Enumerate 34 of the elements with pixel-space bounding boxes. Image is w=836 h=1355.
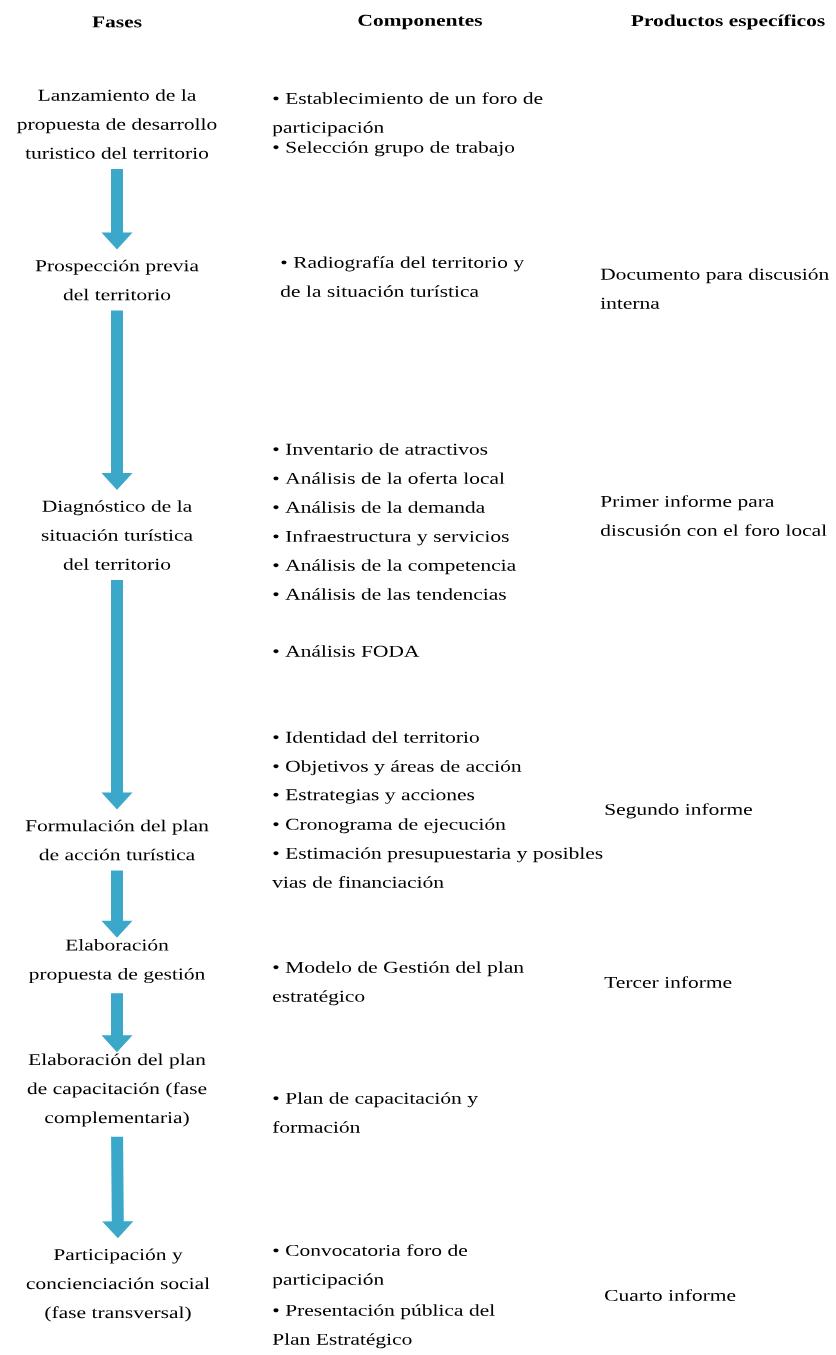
bullet-item: • Infraestructura y servicios	[273, 530, 509, 546]
bullet-item: • Convocatoria foro de participación	[272, 1244, 467, 1289]
column-header: Productos específicos	[631, 14, 825, 30]
phase-text: Participación y concienciación social (fase transversal)	[26, 1248, 210, 1322]
product-text: Tercer informe	[604, 976, 732, 988]
phase-text: Diagnóstico de la situación turística del territorio	[41, 500, 193, 570]
product-text: Primer informe para discusión con el foro local	[600, 495, 827, 536]
phase-text: Lanzamiento de la propuesta de desarrollo turistico del territorio	[17, 89, 217, 159]
bullet-item: • Análisis de las tendencias	[273, 588, 506, 600]
bullet-item: • Análisis de la demanda	[273, 501, 485, 513]
bullet-item: • Identidad del territorio	[273, 731, 479, 743]
bullet-item: • Cronograma de ejecución	[273, 818, 506, 834]
bullet-item: • Radiografía del territorio y de la situación turística	[280, 256, 525, 297]
phase-text: Elaboración propuesta de gestión	[29, 939, 205, 984]
bullet-item: • Análisis de la competencia	[273, 559, 516, 575]
bullet-item: • Análisis de la oferta local	[273, 472, 505, 484]
bullet-item: • Modelo de Gestión del plan estratégico	[273, 961, 524, 1006]
bullet-item: • Objetivos y áreas de acción	[273, 760, 522, 776]
bullet-item: • Presentación pública del Plan Estratégico	[272, 1304, 495, 1349]
product-text: Segundo informe	[605, 803, 752, 819]
bullet-item: • Inventario de atractivos	[273, 443, 488, 455]
phase-text: Elaboración del plan de capacitación (fase complementaria)	[27, 1053, 207, 1127]
bullet-item: • Plan de capacitación y formación	[272, 1092, 478, 1133]
product-text: Documento para discusión interna	[600, 268, 829, 309]
bullet-item: • Estrategias y acciones	[273, 789, 475, 804]
column-header: Componentes	[358, 14, 483, 30]
bullet-item: • Análisis FODA	[273, 645, 420, 657]
column-header: Fases	[92, 16, 142, 28]
product-text: Cuarto informe	[605, 1289, 736, 1301]
bullet-item: • Establecimiento de un foro de participación	[272, 92, 543, 137]
bullet-item: • Estimación presupuestaria y posibles vias de financiación	[272, 847, 603, 888]
phase-text: Formulación del plan de acción turística	[25, 819, 209, 861]
phase-text: Prospección previa del territorio	[35, 259, 199, 301]
bullet-item: • Selección grupo de trabajo	[273, 141, 515, 157]
